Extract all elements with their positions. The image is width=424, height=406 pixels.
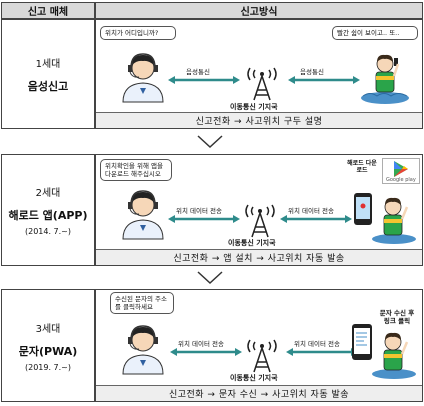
data-arrow-right-icon: [286, 348, 358, 356]
section-1-generation: 1세대: [35, 58, 61, 70]
cell-tower-icon: [247, 339, 277, 373]
data-arrow-left-icon: [168, 215, 240, 223]
operator-speech-bubble: 위치가 어디입니까?: [100, 26, 176, 40]
section-1-media: 1세대 음성신고: [1, 19, 95, 129]
section-2-method: 위치확인을 위해 앱을 다운로드 해주십시오 위치 데이터 전송 위치 데이터 …: [95, 154, 423, 266]
chevron-down-icon: [197, 135, 223, 149]
caller-speech-bubble: 빨간 쉼이 보이고.. 또..: [332, 26, 418, 40]
tower-label: 이동통신 기지국: [230, 374, 278, 382]
voice-arrow-right-label: 음성통신: [300, 68, 324, 76]
operator-icon: [122, 53, 164, 103]
section-2-generation: 2세대: [35, 188, 61, 199]
section-1-caption: 신고전화 → 사고위치 구두 설명: [96, 112, 422, 128]
play-store-name: Google play: [386, 177, 416, 183]
tower-label: 이동통신 기지국: [228, 239, 276, 247]
voice-arrow-right-icon: [288, 76, 360, 84]
header-method: 신고방식: [95, 2, 423, 19]
data-arrow-left-label: 위치 데이터 전송: [176, 207, 222, 215]
operator-speech-bubble: 수신된 문자의 주소를 클릭하세요: [110, 292, 174, 314]
operator-icon: [122, 325, 164, 375]
voice-arrow-left-icon: [168, 76, 240, 84]
section-1-method: 위치가 어디입니까? 빨간 쉼이 보이고.. 또.. 음성통신 음성통신: [95, 19, 423, 129]
section-1-name: 음성신고: [27, 79, 69, 93]
section-3-generation: 3세대: [35, 323, 61, 335]
section-3-name: 문자(PWA): [18, 344, 78, 358]
voice-arrow-left-label: 음성통신: [186, 68, 210, 76]
header-media: 신고 매체: [1, 2, 95, 19]
section-2-name: 해로드 앱(APP): [8, 209, 88, 222]
caller-in-water-icon: [361, 54, 409, 104]
data-arrow-right-label: 위치 데이터 전송: [288, 207, 334, 215]
data-arrow-right-label: 위치 데이터 전송: [294, 340, 340, 348]
cell-tower-icon: [247, 67, 277, 101]
chevron-down-icon: [197, 271, 223, 285]
section-3-date: (2019. 7.~): [24, 362, 72, 372]
play-store-icon: [382, 158, 420, 184]
sms-link-label: 문자 수신 후 링크 클릭: [379, 309, 415, 325]
operator-speech-bubble: 위치확인을 위해 앱을 다운로드 해주십시오: [100, 159, 172, 181]
phone-caller-icon: [354, 193, 416, 244]
section-2-date: (2014. 7.~): [24, 227, 72, 236]
operator-icon: [122, 190, 164, 240]
phone-caller-icon: [352, 324, 416, 379]
section-3-method: 수신된 문자의 주소를 클릭하세요 위치 데이터 전송 위치 데이터 전송: [95, 289, 423, 402]
data-arrow-left-icon: [170, 348, 242, 356]
section-3-media: 3세대 문자(PWA) (2019. 7.~): [1, 289, 95, 402]
data-arrow-left-label: 위치 데이터 전송: [178, 340, 224, 348]
tower-label: 이동통신 기지국: [230, 103, 278, 111]
section-2-caption: 신고전화 → 앱 설치 → 사고위치 자동 발송: [96, 249, 422, 265]
data-arrow-right-icon: [280, 215, 352, 223]
section-2-media: 2세대 해로드 앱(APP) (2014. 7.~): [1, 154, 95, 266]
cell-tower-icon: [245, 204, 275, 238]
section-3-caption: 신고전화 → 문자 수신 → 사고위치 자동 발송: [96, 385, 422, 401]
store-download-label: 해로드 다운로드: [347, 160, 377, 175]
